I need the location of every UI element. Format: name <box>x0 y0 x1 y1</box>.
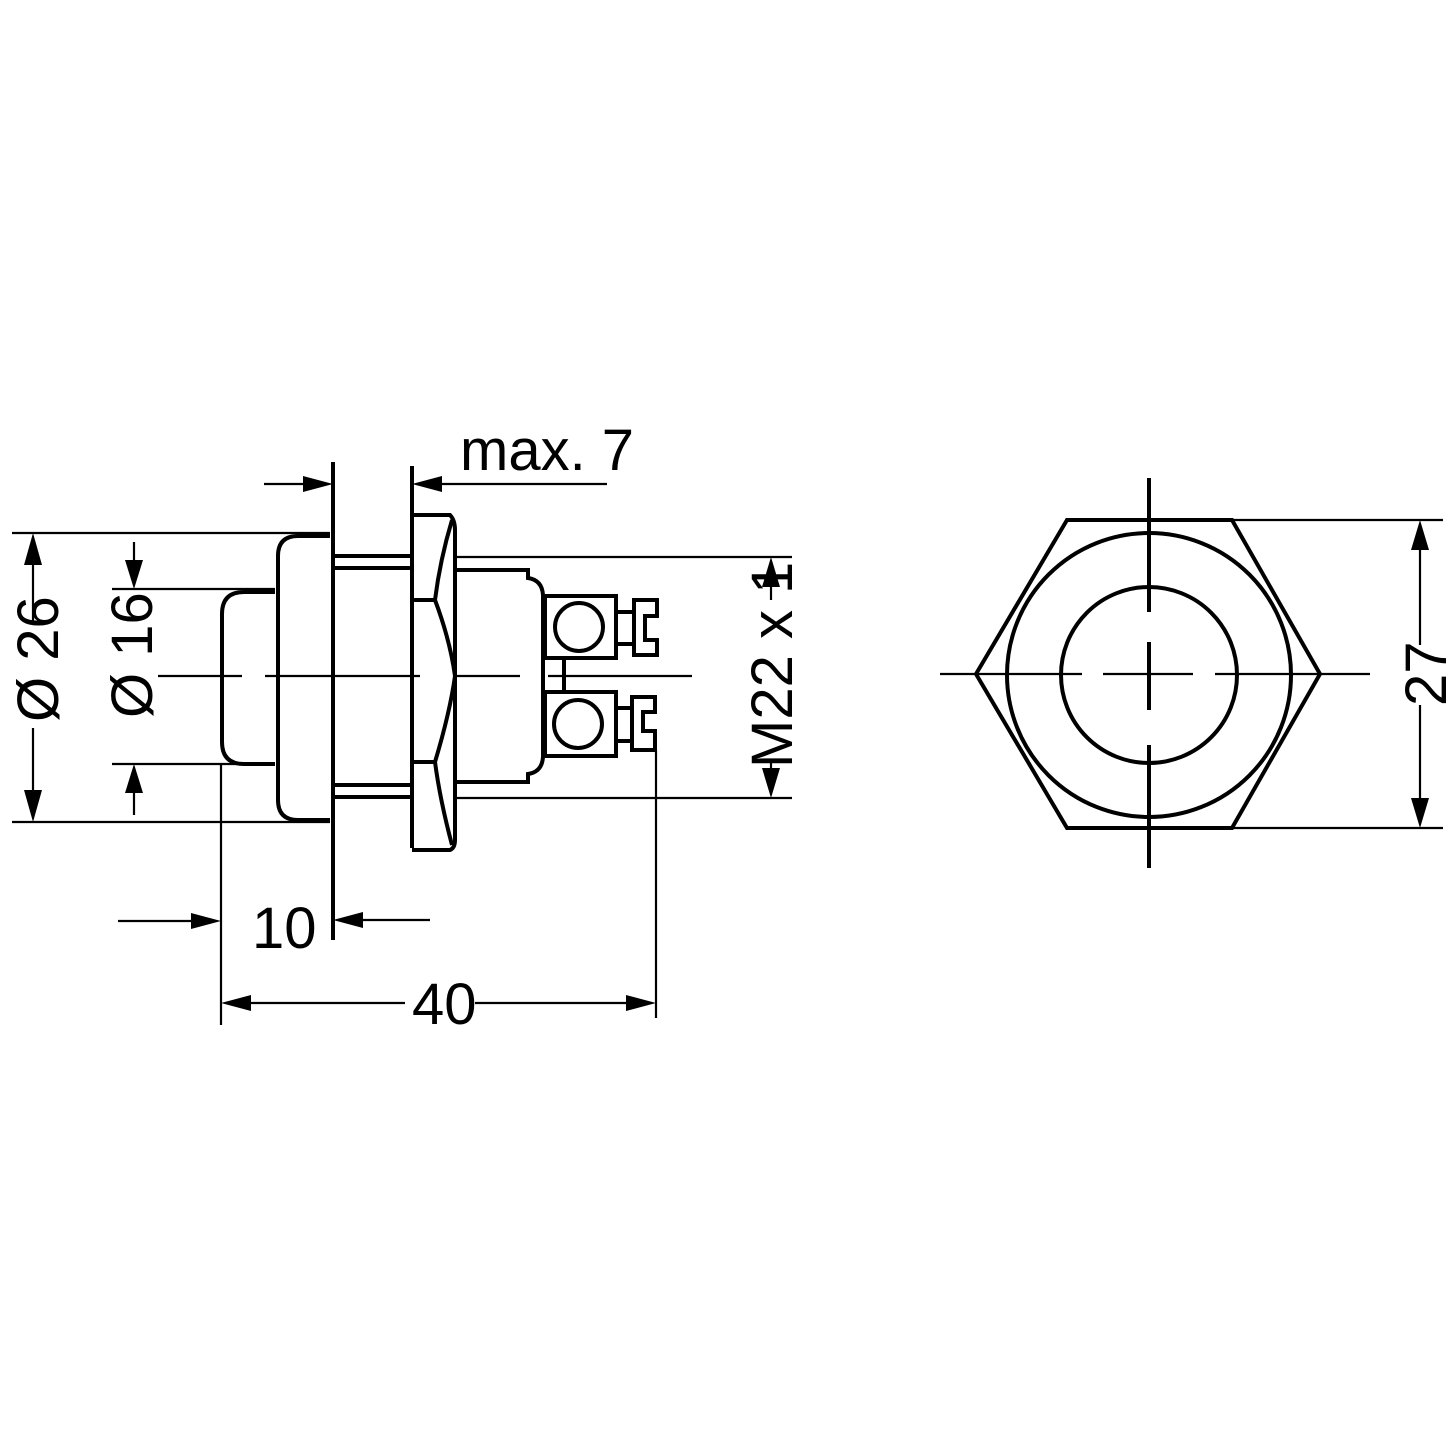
side-view: Ø 26 Ø 16 <box>6 418 805 1037</box>
button-protrusion-label: 10 <box>252 896 317 961</box>
arrow-up-icon <box>762 557 780 587</box>
arrow-left-icon <box>333 912 363 928</box>
arrow-right-icon <box>191 913 221 929</box>
thread-label: M22 x 1 <box>740 562 805 768</box>
arrow-right-icon <box>303 476 333 492</box>
arrow-down-icon <box>1411 798 1429 828</box>
terminal-bottom <box>543 690 657 758</box>
arrow-down-icon <box>762 768 780 798</box>
total-length-label: 40 <box>412 972 477 1037</box>
button-diameter-label: Ø 16 <box>100 592 165 718</box>
arrow-right-icon <box>626 995 656 1011</box>
panel-thickness-label: max. 7 <box>460 418 634 483</box>
dimension-total-length: 40 <box>221 750 658 1037</box>
dimension-button-protrusion: 10 <box>118 764 430 1025</box>
hex-width-label: 27 <box>1394 641 1448 706</box>
rear-housing <box>455 568 545 784</box>
dimension-button-diameter: Ø 16 <box>100 542 275 815</box>
button-cap <box>220 590 275 766</box>
centerline-cross <box>940 478 1370 868</box>
dimension-panel-thickness: max. 7 <box>264 418 634 492</box>
arrow-up-icon <box>125 764 143 793</box>
arrow-up-icon <box>24 533 42 565</box>
arrow-left-icon <box>221 995 251 1011</box>
dimension-hex-width: 27 <box>1232 518 1448 830</box>
hex-nut-side <box>412 513 458 852</box>
arrow-down-icon <box>24 790 42 822</box>
terminal-top <box>543 594 659 660</box>
bezel <box>276 534 330 822</box>
arrow-down-icon <box>125 560 143 589</box>
dimension-outer-diameter: Ø 26 <box>6 531 330 824</box>
dimension-thread: M22 x 1 <box>740 557 805 798</box>
arrow-left-icon <box>412 476 442 492</box>
front-view: 27 <box>940 478 1448 868</box>
outer-diameter-label: Ø 26 <box>6 596 71 722</box>
arrow-up-icon <box>1411 520 1429 550</box>
